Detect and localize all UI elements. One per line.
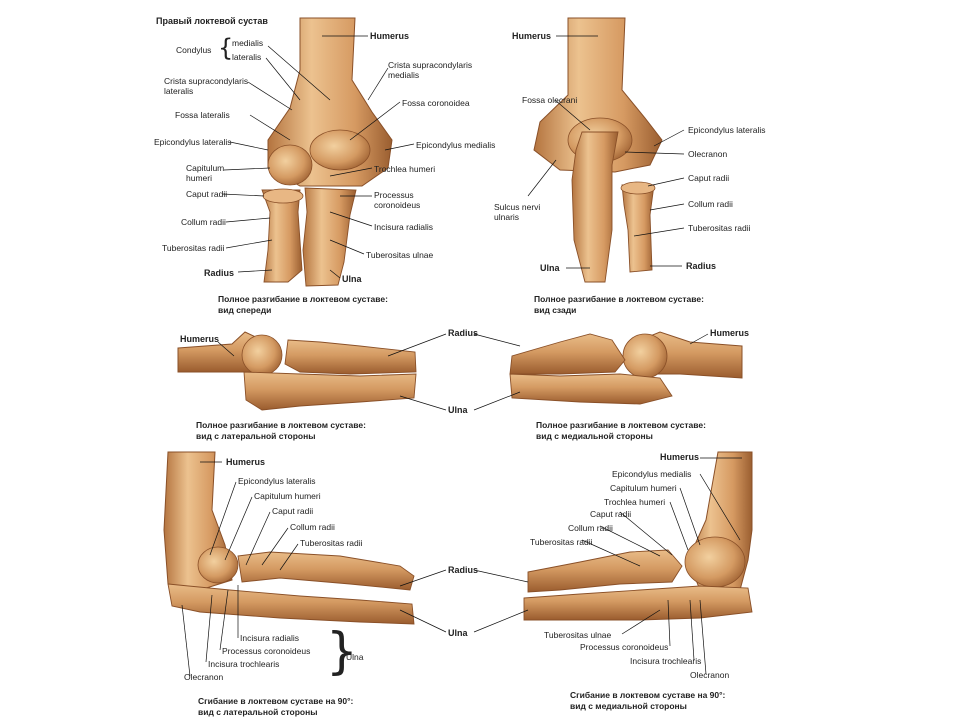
caption-p4-line2: вид с медиальной стороны — [536, 431, 653, 441]
caption-p4-line1: Полное разгибание в локтевом суставе: — [536, 420, 706, 430]
label-epicondylus-lateralis: Epicondylus lateralis — [154, 137, 232, 147]
label-p2-tuberositas-radii: Tuberositas radii — [688, 223, 751, 233]
label-p4-humerus: Humerus — [710, 328, 750, 338]
label-condylus-medialis: medialis — [232, 38, 264, 48]
label-capitulum-2: humeri — [186, 173, 212, 183]
label-p6-processus-coronoideus: Processus coronoideus — [580, 642, 669, 652]
label-crista-lateralis-2: lateralis — [164, 86, 194, 96]
label-p5-incisura-radialis: Incisura radialis — [240, 633, 300, 643]
caption-p3-line2: вид с латеральной стороны — [196, 431, 316, 441]
label-p6-collum-radii: Collum radii — [568, 523, 613, 533]
caption-p5-line1: Сгибание в локтевом суставе на 90°: — [198, 696, 354, 706]
label-processus-1: Processus — [374, 190, 414, 200]
caption-p6-line1: Сгибание в локтевом суставе на 90°: — [570, 690, 726, 700]
label-p5-humerus: Humerus — [226, 457, 266, 467]
caption-p3-line1: Полное разгибание в локтевом суставе: — [196, 420, 366, 430]
label-p3-ulna: Ulna — [448, 405, 468, 415]
label-p6-trochlea-humeri: Trochlea humeri — [604, 497, 666, 507]
label-p6-tuberositas-radii: Tuberositas radii — [530, 537, 593, 547]
label-p6-incisura-trochlearis: Incisura trochlearis — [630, 656, 702, 666]
panel4-bones — [509, 331, 743, 405]
leader-lines — [181, 35, 742, 677]
label-ulna: Ulna — [342, 274, 362, 284]
label-p2-collum-radii: Collum radii — [688, 199, 733, 209]
label-p6-epicondylus-medialis: Epicondylus medialis — [612, 469, 692, 479]
caption-p6-line2: вид с медиальной стороны — [570, 701, 687, 711]
plate-title: Правый локтевой сустав — [156, 16, 268, 26]
label-incisura-radialis: Incisura radialis — [374, 222, 434, 232]
caption-p2-line2: вид сзади — [534, 305, 577, 315]
label-p2-caput-radii: Caput radii — [688, 173, 730, 183]
label-p5-epicondylus-lateralis: Epicondylus lateralis — [238, 476, 316, 486]
label-fossa-lateralis: Fossa lateralis — [175, 110, 230, 120]
panel6-bones — [523, 451, 753, 621]
label-epicondylus-medialis: Epicondylus medialis — [416, 140, 496, 150]
label-sulcus-2: ulnaris — [494, 212, 520, 222]
label-condylus-lateralis: lateralis — [232, 52, 262, 62]
condylus-brace: { — [218, 34, 234, 62]
label-p6-capitulum-humeri: Capitulum humeri — [610, 483, 677, 493]
label-fossa-olecrani: Fossa olecrani — [522, 95, 578, 105]
label-p6-caput-radii: Caput radii — [590, 509, 632, 519]
label-condylus: Condylus — [176, 45, 212, 55]
panel2-bones — [533, 17, 663, 283]
label-p2-epicondylus-lateralis: Epicondylus lateralis — [688, 125, 766, 135]
label-p6-olecranon: Olecranon — [690, 670, 730, 680]
label-sulcus-1: Sulcus nervi — [494, 202, 541, 212]
label-p5-radius: Radius — [448, 565, 479, 575]
label-p5-incisura-trochlearis: Incisura trochlearis — [208, 659, 280, 669]
label-p5-capitulum-humeri: Capitulum humeri — [254, 491, 321, 501]
label-p6-humerus: Humerus — [660, 452, 700, 462]
panel3-bones — [177, 331, 417, 411]
label-caput-radii: Caput radii — [186, 189, 228, 199]
caption-p1-line2: вид спереди — [218, 305, 272, 315]
panel1-bones — [261, 17, 393, 287]
label-radius: Radius — [204, 268, 235, 278]
label-p5-olecranon: Olecranon — [184, 672, 224, 682]
label-crista-medialis-2: medialis — [388, 70, 420, 80]
label-p2-ulna: Ulna — [540, 263, 560, 273]
label-p5-tuberositas-radii: Tuberositas radii — [300, 538, 363, 548]
label-tuberositas-radii: Tuberositas radii — [162, 243, 225, 253]
label-tuberositas-ulnae: Tuberositas ulnae — [366, 250, 434, 260]
caption-p5-line2: вид с латеральной стороны — [198, 707, 318, 717]
label-p5-caput-radii: Caput radii — [272, 506, 314, 516]
label-p2-radius: Radius — [686, 261, 717, 271]
panel5-bones — [163, 451, 415, 625]
label-crista-lateralis-1: Crista supracondylaris — [164, 76, 249, 86]
label-crista-medialis-1: Crista supracondylaris — [388, 60, 473, 70]
caption-p2-line1: Полное разгибание в локтевом суставе: — [534, 294, 704, 304]
label-p2-olecranon: Olecranon — [688, 149, 728, 159]
label-fossa-coronoidea: Fossa coronoidea — [402, 98, 470, 108]
label-p5-processus-coronoideus: Processus coronoideus — [222, 646, 311, 656]
label-humerus: Humerus — [370, 31, 410, 41]
label-p5-ulna-brace: Ulna — [346, 652, 364, 662]
label-p2-humerus: Humerus — [512, 31, 552, 41]
label-trochlea-humeri: Trochlea humeri — [374, 164, 436, 174]
label-p6-tuberositas-ulnae: Tuberositas ulnae — [544, 630, 612, 640]
label-p5-ulna: Ulna — [448, 628, 468, 638]
caption-p1-line1: Полное разгибание в локтевом суставе: — [218, 294, 388, 304]
label-capitulum-1: Capitulum — [186, 163, 225, 173]
ulna-brace: } — [326, 622, 358, 680]
label-p3-humerus: Humerus — [180, 334, 220, 344]
label-p3-radius: Radius — [448, 328, 479, 338]
label-p5-collum-radii: Collum radii — [290, 522, 335, 532]
label-collum-radii: Collum radii — [181, 217, 226, 227]
label-processus-2: coronoideus — [374, 200, 421, 210]
